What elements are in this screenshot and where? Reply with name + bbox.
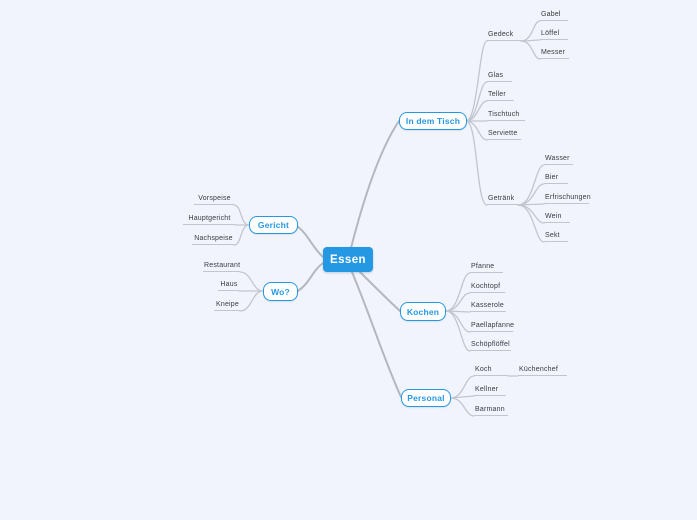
leaf-node-getraenk[interactable]: Getränk <box>487 195 518 205</box>
leaf-node-loeffel[interactable]: Löffel <box>540 30 568 40</box>
leaf-node-glas[interactable]: Glas <box>487 72 512 82</box>
leaf-node-tischtuch[interactable]: Tischtuch <box>487 111 525 121</box>
topic-node-wo[interactable]: Wo? <box>263 282 298 301</box>
leaf-node-paellapfanne[interactable]: Paellapfanne <box>470 322 514 332</box>
leaf-node-vorspeise[interactable]: Vorspeise <box>194 195 234 205</box>
leaf-node-wasser[interactable]: Wasser <box>544 155 573 165</box>
topic-node-gericht[interactable]: Gericht <box>249 216 298 234</box>
leaf-node-gabel[interactable]: Gabel <box>540 11 568 21</box>
leaf-node-gedeck[interactable]: Gedeck <box>487 31 521 41</box>
leaf-node-messer[interactable]: Messer <box>540 49 569 59</box>
leaf-node-sekt[interactable]: Sekt <box>544 232 568 242</box>
leaf-node-koch[interactable]: Koch <box>474 366 508 376</box>
leaf-node-serviette[interactable]: Serviette <box>487 130 521 140</box>
leaf-node-hauptgericht[interactable]: Hauptgericht <box>183 215 235 225</box>
leaf-node-kneipe[interactable]: Kneipe <box>214 301 240 311</box>
leaf-node-barmann[interactable]: Barmann <box>474 406 508 416</box>
topic-node-in-dem-tisch[interactable]: In dem Tisch <box>399 112 467 130</box>
leaf-node-nachspeise[interactable]: Nachspeise <box>192 235 234 245</box>
leaf-node-erfrischungen[interactable]: Erfrischungen <box>544 194 591 204</box>
leaf-node-schoepfloeffel[interactable]: Schöpflöffel <box>470 341 511 351</box>
leaf-node-kellner[interactable]: Kellner <box>474 386 506 396</box>
leaf-node-kochtopf[interactable]: Kochtopf <box>470 283 505 293</box>
leaf-node-teller[interactable]: Teller <box>487 91 514 101</box>
leaf-node-bier[interactable]: Bier <box>544 174 568 184</box>
leaf-node-kuechenchef[interactable]: Küchenchef <box>518 366 567 376</box>
leaf-node-kasserole[interactable]: Kasserole <box>470 302 506 312</box>
leaf-node-haus[interactable]: Haus <box>218 281 239 291</box>
topic-node-personal[interactable]: Personal <box>401 389 451 407</box>
leaf-node-restaurant[interactable]: Restaurant <box>203 262 240 272</box>
leaf-node-pfanne[interactable]: Pfanne <box>470 263 503 273</box>
leaf-node-wein[interactable]: Wein <box>544 213 570 223</box>
root-node-essen[interactable]: Essen <box>323 247 373 272</box>
topic-node-kochen[interactable]: Kochen <box>400 302 446 321</box>
